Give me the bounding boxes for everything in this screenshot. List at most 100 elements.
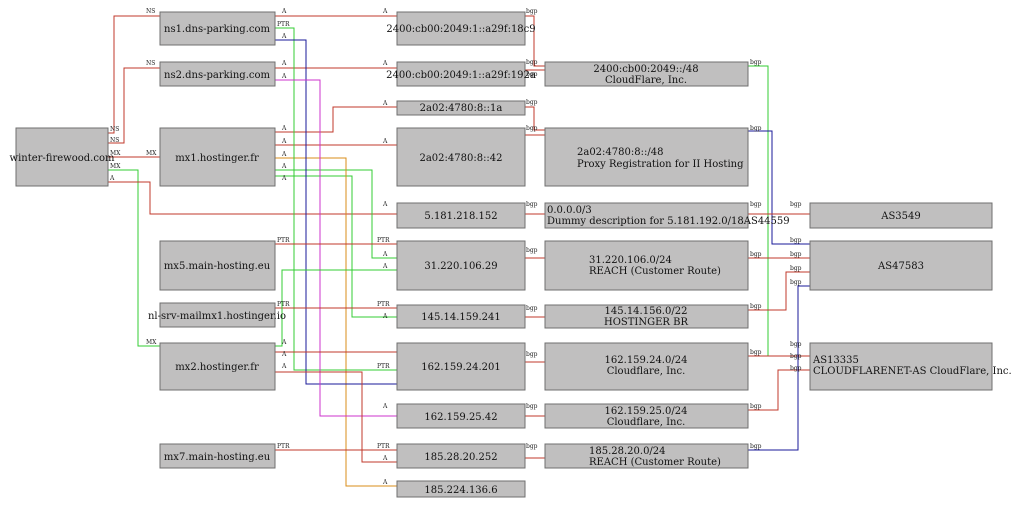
- label-bgp: bgp: [526, 125, 538, 132]
- label-ptr: PTR: [377, 443, 390, 450]
- node-pfx-31[interactable]: 31.220.106.0/24 REACH (Customer Route): [544, 240, 749, 291]
- node-ip-185224[interactable]: 185.224.136.6: [396, 480, 526, 498]
- node-as13335[interactable]: AS13335 CLOUDFLARENET-AS CloudFlare, Inc…: [809, 342, 1012, 391]
- node-label: AS13335: [812, 355, 859, 366]
- node-ip-18c9[interactable]: 2400:cb00:2049:1::a29f:18c9: [386, 11, 536, 46]
- node-pfx-2a02[interactable]: 2a02:4780:8::/48 Proxy Registration for …: [544, 127, 749, 187]
- label-bgp: bgp: [526, 99, 538, 106]
- label-bgp: bgp: [526, 71, 538, 78]
- label-bgp: bgp: [750, 125, 762, 132]
- node-pfx-16224[interactable]: 162.159.24.0/24 Cloudflare, Inc.: [544, 342, 749, 391]
- label-mx: MX: [110, 150, 121, 157]
- label-bgp: bgp: [750, 349, 762, 356]
- node-label: 145.14.156.0/22: [605, 306, 688, 317]
- label-a: A: [382, 138, 388, 145]
- edge-2a02-as47583: [748, 130, 810, 245]
- label-mx: MX: [146, 339, 157, 346]
- node-ns1[interactable]: ns1.dns-parking.com: [159, 11, 276, 46]
- node-sublabel: REACH (Customer Route): [589, 457, 721, 468]
- label-bgp: bgp: [790, 237, 802, 244]
- label-bgp: bgp: [526, 403, 538, 410]
- node-pfx-cf48[interactable]: 2400:cb00:2049::/48 CloudFlare, Inc.: [544, 61, 749, 87]
- label-bgp: bgp: [750, 403, 762, 410]
- node-ip-42[interactable]: 2a02:4780:8::42: [396, 127, 526, 187]
- edge-mx1-145: [275, 175, 397, 318]
- label-bgp: bgp: [790, 353, 802, 360]
- node-as47583[interactable]: AS47583: [809, 240, 993, 291]
- label-ptr: PTR: [277, 21, 290, 28]
- label-a: A: [382, 313, 388, 320]
- node-mx7[interactable]: mx7.main-hosting.eu: [159, 443, 276, 469]
- edge-mx1-1a: [275, 106, 397, 133]
- node-label: mx2.hostinger.fr: [175, 362, 259, 373]
- node-ip-1a[interactable]: 2a02:4780:8::1a: [396, 100, 526, 116]
- node-pfx-dummy[interactable]: 0.0.0.0/3 Dummy description for 5.181.19…: [544, 202, 790, 229]
- edge-ns1-ptr: [275, 27, 397, 371]
- node-pfx-185[interactable]: 185.28.20.0/24 REACH (Customer Route): [544, 443, 749, 469]
- edge-1a-bgp: [525, 106, 545, 131]
- label-ptr: PTR: [377, 301, 390, 308]
- label-ns: NS: [110, 126, 119, 133]
- node-label: 162.159.24.201: [421, 362, 501, 373]
- edge-185-as47583: [748, 285, 810, 451]
- label-ns: NS: [146, 8, 155, 15]
- label-a: A: [382, 263, 388, 270]
- node-ip-1451[interactable]: 145.14.159.241: [396, 304, 526, 329]
- node-sublabel: Dummy description for 5.181.192.0/18AS44…: [547, 216, 790, 227]
- node-ip-192a[interactable]: 2400:cb00:2049:1::a29f:192a: [386, 61, 536, 87]
- label-a: A: [281, 175, 287, 182]
- node-mx5[interactable]: mx5.main-hosting.eu: [159, 240, 276, 291]
- label-a: A: [281, 73, 287, 80]
- node-pfx-145[interactable]: 145.14.156.0/22 HOSTINGER BR: [544, 304, 749, 329]
- node-mx2[interactable]: mx2.hostinger.fr: [159, 342, 276, 391]
- edges: [108, 15, 810, 487]
- label-bgp: bgp: [790, 365, 802, 372]
- label-a: A: [109, 175, 115, 182]
- label-a: A: [281, 60, 287, 67]
- label-a: A: [281, 363, 287, 370]
- edge-mx1-31: [275, 169, 397, 259]
- label-a: A: [382, 60, 388, 67]
- node-pfx-16225[interactable]: 162.159.25.0/24 Cloudflare, Inc.: [544, 403, 749, 429]
- edge-16225-as13335: [748, 369, 810, 411]
- node-label: 162.159.25.0/24: [605, 406, 688, 417]
- node-ip-16242[interactable]: 162.159.25.42: [396, 403, 526, 429]
- label-a: A: [382, 479, 388, 486]
- node-ip-3122[interactable]: 31.220.106.29: [396, 240, 526, 291]
- label-bgp: bgp: [790, 279, 802, 286]
- node-domain[interactable]: winter-firewood.com: [10, 127, 115, 187]
- node-ip-18528[interactable]: 185.28.20.252: [396, 443, 526, 469]
- label-ns: NS: [146, 60, 155, 67]
- label-bgp: bgp: [790, 201, 802, 208]
- label-a: A: [382, 100, 388, 107]
- label-a: A: [382, 455, 388, 462]
- node-ip-16201[interactable]: 162.159.24.201: [396, 342, 526, 391]
- node-label: 2a02:4780:8::/48: [577, 147, 663, 158]
- node-label: 185.224.136.6: [424, 485, 497, 496]
- node-ns2[interactable]: ns2.dns-parking.com: [159, 61, 276, 87]
- node-ip-5181[interactable]: 5.181.218.152: [396, 202, 526, 229]
- node-label: 5.181.218.152: [424, 211, 497, 222]
- node-mx1[interactable]: mx1.hostinger.fr: [159, 127, 276, 187]
- edge-mx2-31: [275, 269, 397, 347]
- label-a: A: [281, 8, 287, 15]
- node-label: AS47583: [877, 261, 924, 272]
- label-ptr: PTR: [277, 237, 290, 244]
- label-mx: MX: [110, 163, 121, 170]
- label-ptr: PTR: [377, 237, 390, 244]
- node-label: 31.220.106.29: [424, 261, 497, 272]
- edge-cf48-as13335: [748, 65, 810, 357]
- edge-145-as47583: [748, 271, 810, 311]
- edge-18c9-bgp: [525, 15, 545, 67]
- label-a: A: [281, 138, 287, 145]
- node-label: 2a02:4780:8::1a: [420, 103, 503, 114]
- node-nlsrv[interactable]: nl-srv-mailmx1.hostinger.io: [148, 302, 286, 328]
- node-as3549[interactable]: AS3549: [809, 202, 993, 229]
- node-label: ns1.dns-parking.com: [164, 24, 271, 35]
- edge-domain-ns1: [108, 15, 160, 134]
- node-label: mx7.main-hosting.eu: [164, 452, 271, 463]
- node-label: 162.159.24.0/24: [605, 355, 688, 366]
- edge-ns1-blue: [275, 39, 397, 385]
- edge-domain-mx2: [108, 169, 160, 347]
- node-label: 2a02:4780:8::42: [419, 153, 502, 164]
